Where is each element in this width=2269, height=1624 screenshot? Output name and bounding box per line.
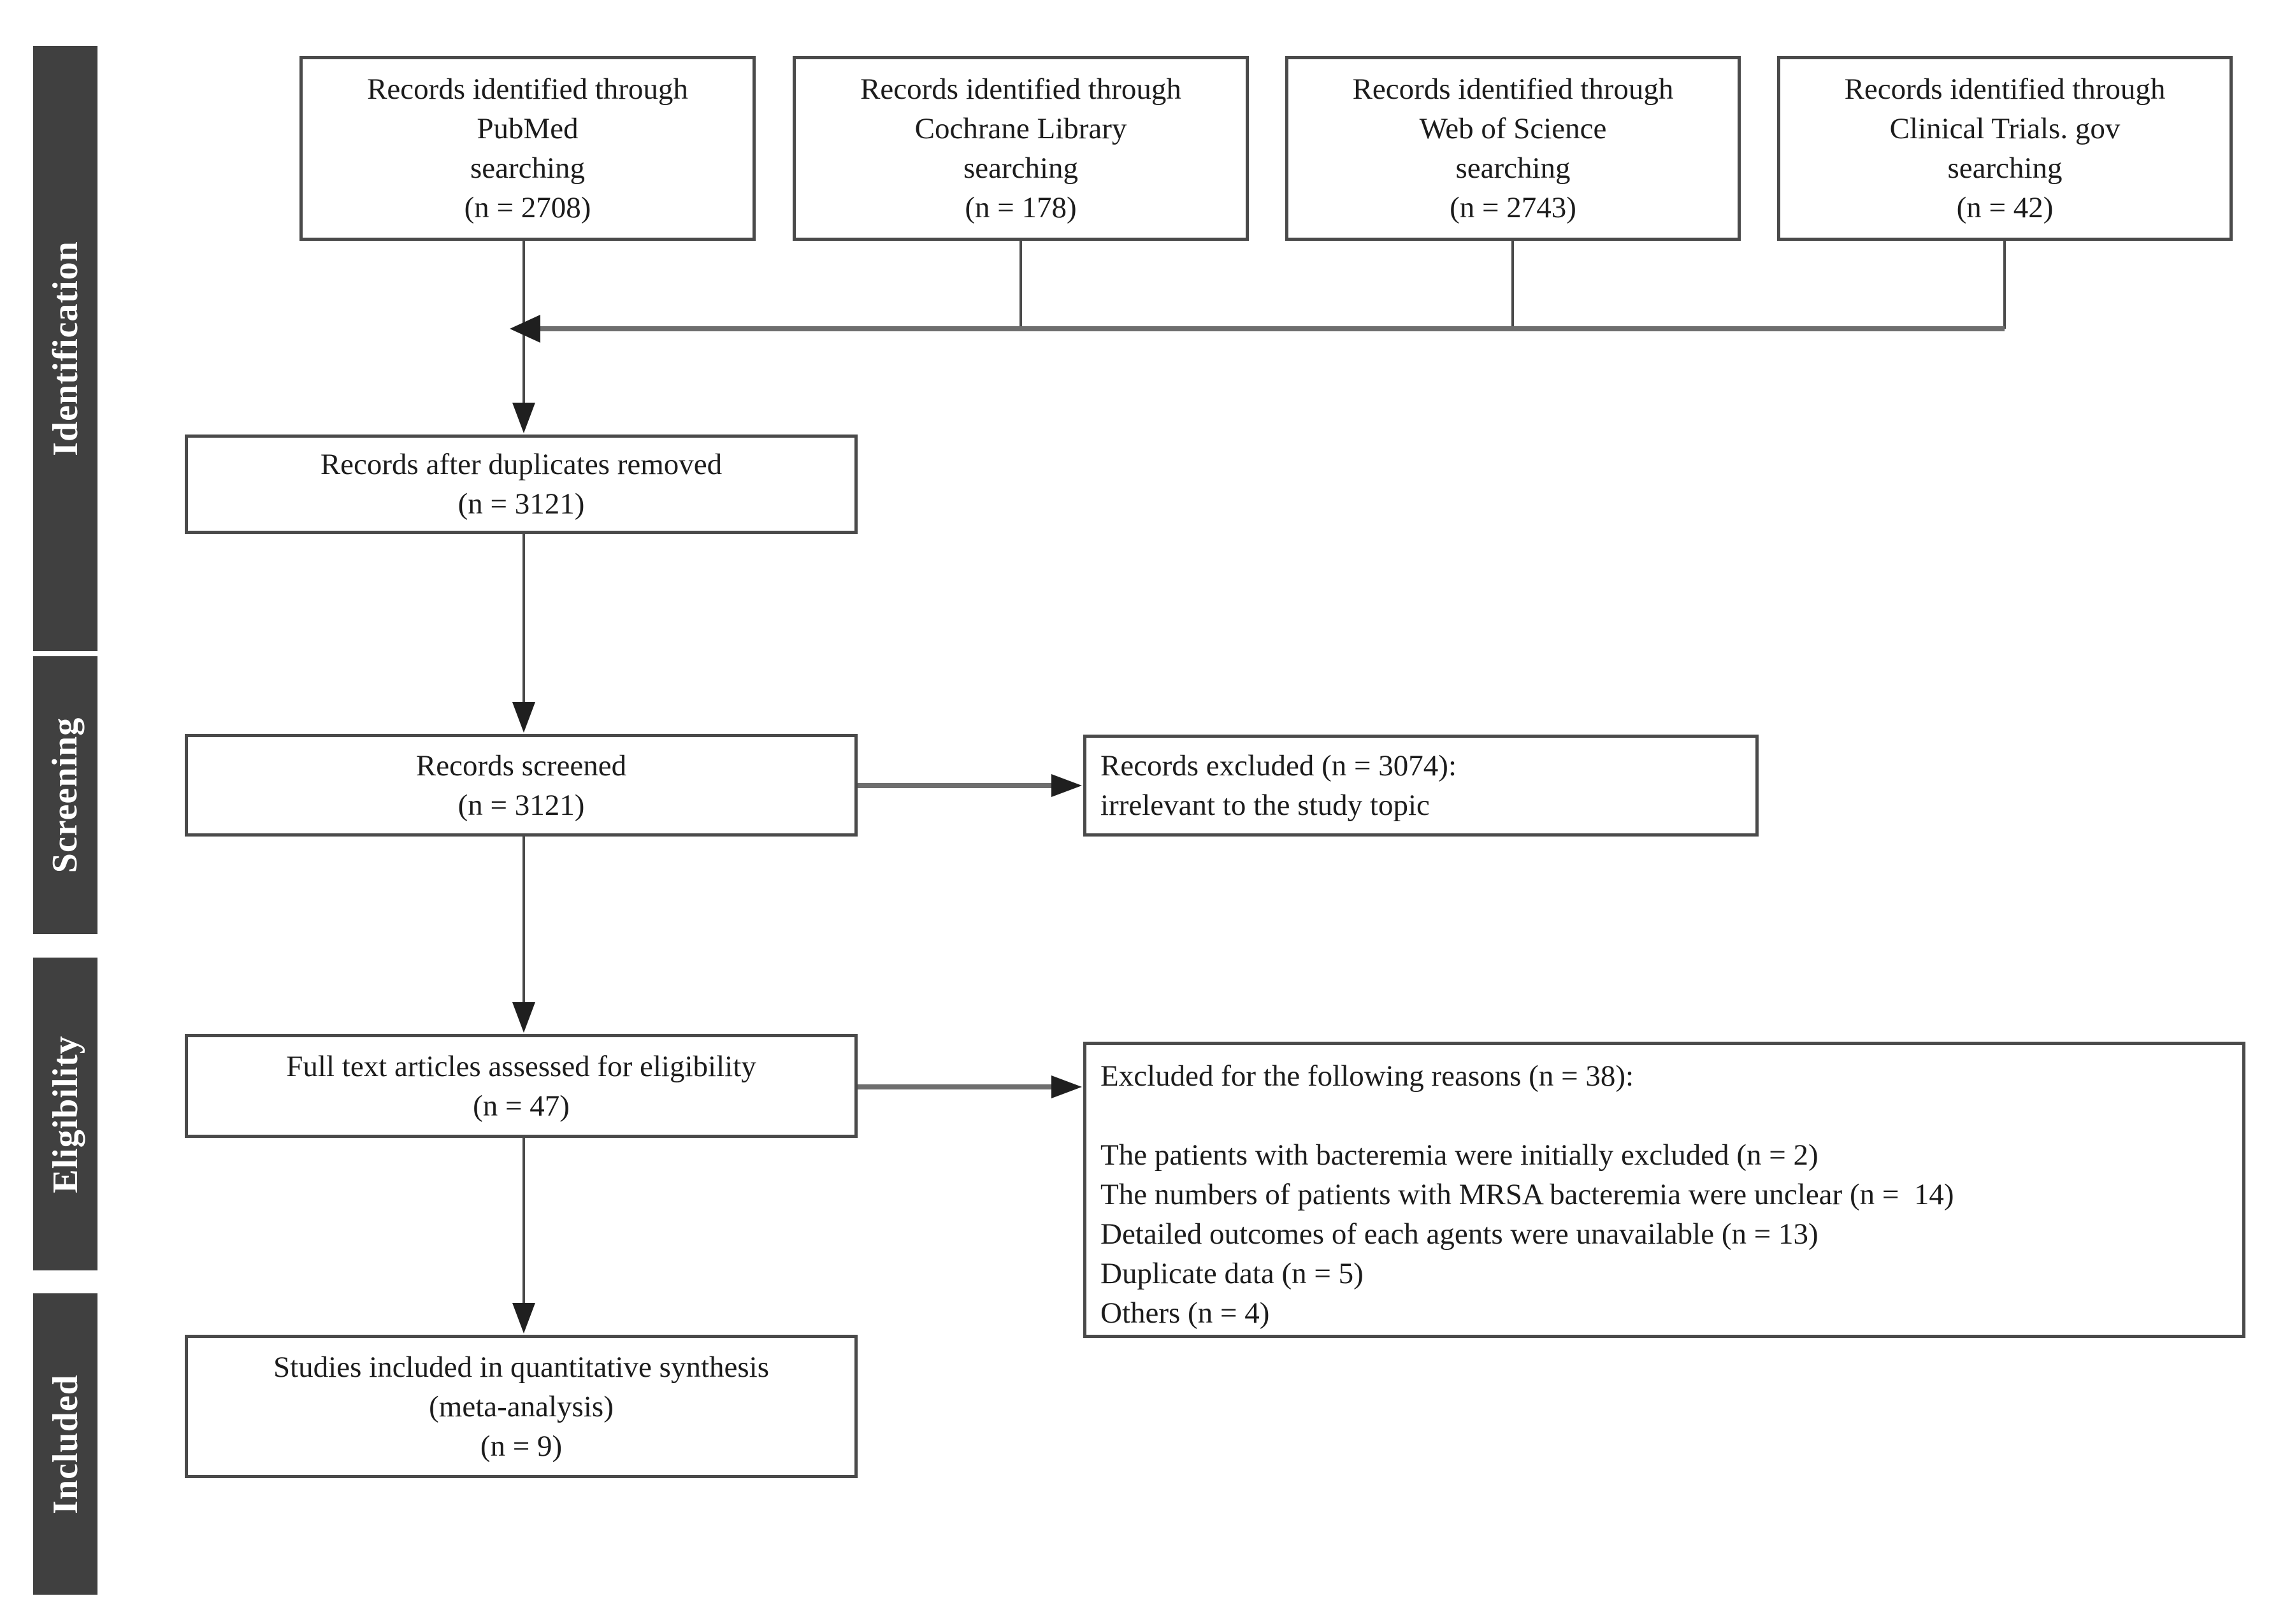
box-line: Clinical Trials. gov [1889, 112, 2121, 145]
box-line: Records identified through [860, 73, 1181, 106]
box-line: Excluded for the following reasons (n = … [1100, 1060, 1634, 1093]
box-line: (n = 9) [480, 1429, 563, 1463]
arrowhead-down-icon [512, 1303, 535, 1333]
box-line: (n = 178) [965, 191, 1077, 224]
box-line: Records identified through [1352, 73, 1674, 106]
box-line: (n = 42) [1956, 191, 2054, 224]
box-line: (n = 2743) [1450, 191, 1576, 224]
stage-band-screening: Screening [33, 656, 97, 934]
arrowhead-left-icon [510, 315, 540, 343]
box-line: Full text articles assessed for eligibil… [286, 1049, 756, 1083]
arrowhead-down-icon [512, 403, 535, 433]
stage-band-included: Included [33, 1293, 97, 1595]
box-line: Cochrane Library [914, 112, 1127, 145]
records-after-duplicates-box: Records after duplicates removed (n = 31… [185, 435, 858, 534]
arrowhead-right-icon [1051, 1075, 1082, 1098]
box-line: Records identified through [1844, 73, 2166, 106]
box-line: Records identified through [367, 73, 688, 106]
exclusion-reasons-box: Excluded for the following reasons (n = … [1083, 1042, 2245, 1338]
stage-label: Included [45, 1374, 85, 1514]
box-line: (n = 47) [473, 1089, 570, 1123]
arrowhead-down-icon [512, 1002, 535, 1033]
box-line: (n = 3121) [457, 487, 585, 521]
stage-label: Identification [45, 241, 85, 456]
box-line: (n = 3121) [457, 788, 585, 822]
box-line: PubMed [477, 112, 579, 145]
stage-band-identification: Identification [33, 46, 97, 651]
box-line: The patients with bacteremia were initia… [1100, 1139, 1819, 1172]
stage-label: Screening [45, 717, 85, 873]
box-line: irrelevant to the study topic [1100, 789, 1430, 822]
box-line: Records excluded (n = 3074): [1100, 749, 1457, 782]
box-line: Studies included in quantitative synthes… [273, 1350, 770, 1384]
box-line: searching [963, 152, 1079, 185]
arrowhead-down-icon [512, 702, 535, 733]
records-identified-pubmed-box: Records identified through PubMed search… [299, 56, 756, 241]
records-identified-cochrane-box: Records identified through Cochrane Libr… [793, 56, 1249, 241]
box-line: searching [470, 152, 586, 185]
records-identified-webofscience-box: Records identified through Web of Scienc… [1285, 56, 1741, 241]
studies-included-box: Studies included in quantitative synthes… [185, 1335, 858, 1478]
box-line: searching [1947, 152, 2063, 185]
records-identified-clinicaltrials-box: Records identified through Clinical Tria… [1777, 56, 2233, 241]
box-line: Others (n = 4) [1100, 1297, 1270, 1330]
fulltext-assessed-box: Full text articles assessed for eligibil… [185, 1034, 858, 1138]
box-line: Records after duplicates removed [320, 448, 723, 481]
box-line: (meta-analysis) [429, 1390, 614, 1423]
box-line: Web of Science [1419, 112, 1607, 145]
stage-band-eligibility: Eligibility [33, 958, 97, 1270]
box-line: The numbers of patients with MRSA bacter… [1100, 1178, 1954, 1211]
box-line: Duplicate data (n = 5) [1100, 1257, 1364, 1290]
box-line: Records screened [415, 749, 627, 782]
arrowhead-right-icon [1051, 774, 1082, 797]
records-screened-box: Records screened (n = 3121) [185, 734, 858, 837]
box-line: (n = 2708) [464, 191, 591, 224]
box-line: Detailed outcomes of each agents were un… [1100, 1218, 1819, 1251]
box-line: searching [1455, 152, 1571, 185]
stage-label: Eligibility [45, 1035, 85, 1193]
records-excluded-box: Records excluded (n = 3074): irrelevant … [1083, 735, 1759, 837]
